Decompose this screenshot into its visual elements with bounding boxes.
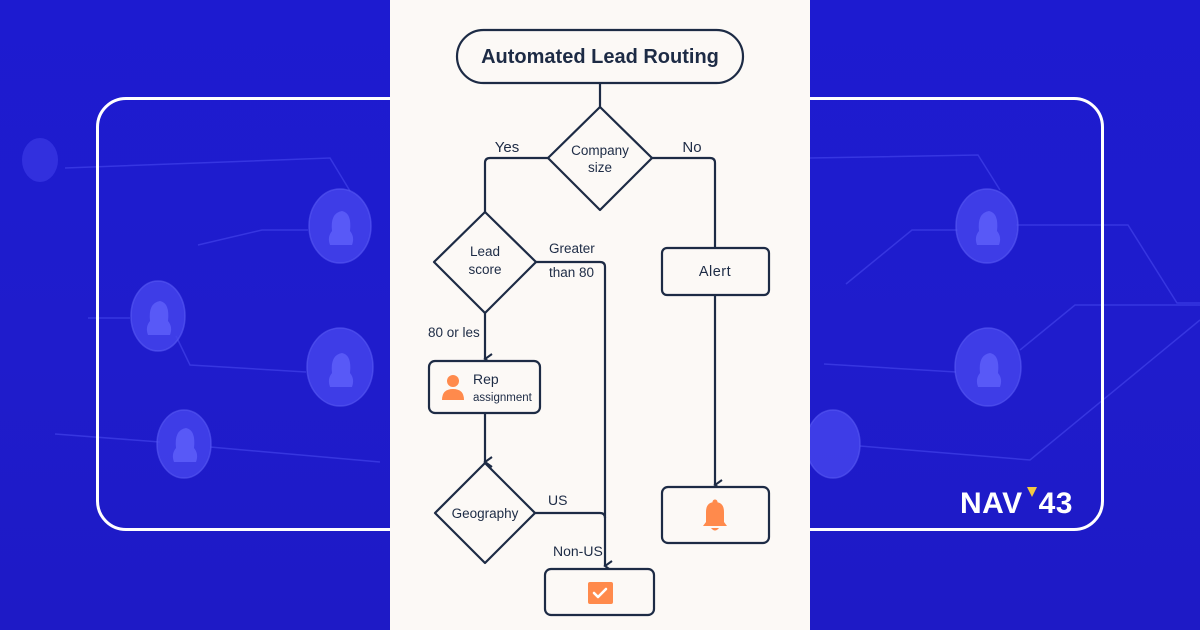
assignment-label: assignment	[473, 392, 533, 404]
edge-label-no: No	[682, 139, 701, 156]
nav43-logo: NAV 43	[960, 487, 1073, 521]
lead-score-label-2: score	[468, 262, 501, 277]
alert-label: Alert	[699, 264, 731, 280]
logo-mark-icon	[1026, 487, 1037, 497]
edge-yes	[483, 156, 548, 212]
network-line	[54, 433, 161, 443]
edge-greater	[536, 260, 613, 572]
network-line	[64, 157, 351, 192]
person-node-icon	[22, 138, 58, 182]
rep-label: Rep	[473, 371, 499, 387]
silhouette	[328, 211, 354, 245]
network-line	[1016, 224, 1200, 304]
geography-label: Geography	[452, 506, 519, 521]
person-icon	[442, 375, 464, 400]
network-line	[859, 319, 1200, 461]
geography-decision	[433, 461, 537, 565]
network-line	[197, 229, 308, 246]
company-size-label-1: Company	[571, 143, 629, 158]
edge-no	[652, 156, 717, 248]
network-line	[823, 363, 957, 373]
silhouette	[172, 428, 198, 462]
rep-assignment-node	[427, 359, 542, 415]
network-line	[175, 335, 307, 373]
edge-us	[535, 511, 607, 519]
silhouette	[975, 211, 1001, 245]
network-line	[1019, 304, 1200, 351]
diagram-title: Automated Lead Routing	[481, 46, 719, 68]
company-size-decision	[546, 105, 654, 212]
checkbox-icon	[588, 582, 613, 604]
edge-label-greater-1: Greater	[549, 241, 595, 256]
silhouette	[328, 353, 354, 387]
edge-label-yes: Yes	[495, 139, 519, 156]
bell-icon	[703, 499, 727, 531]
edge-label-non-us: Non-US	[553, 543, 603, 559]
company-size-label-2: size	[588, 160, 612, 175]
edge-label-us: US	[548, 492, 567, 508]
network-line	[809, 154, 1001, 191]
network-line	[845, 229, 958, 285]
network-line	[209, 446, 381, 463]
lead-score-label-1: Lead	[470, 244, 500, 259]
logo-text-left: NAV	[960, 487, 1023, 520]
logo-text-right: 43	[1038, 487, 1073, 520]
edge-label-greater-2: than 80	[549, 265, 594, 280]
edge-label-less: 80 or les	[428, 325, 480, 340]
silhouette	[146, 301, 172, 335]
silhouette	[976, 353, 1002, 387]
